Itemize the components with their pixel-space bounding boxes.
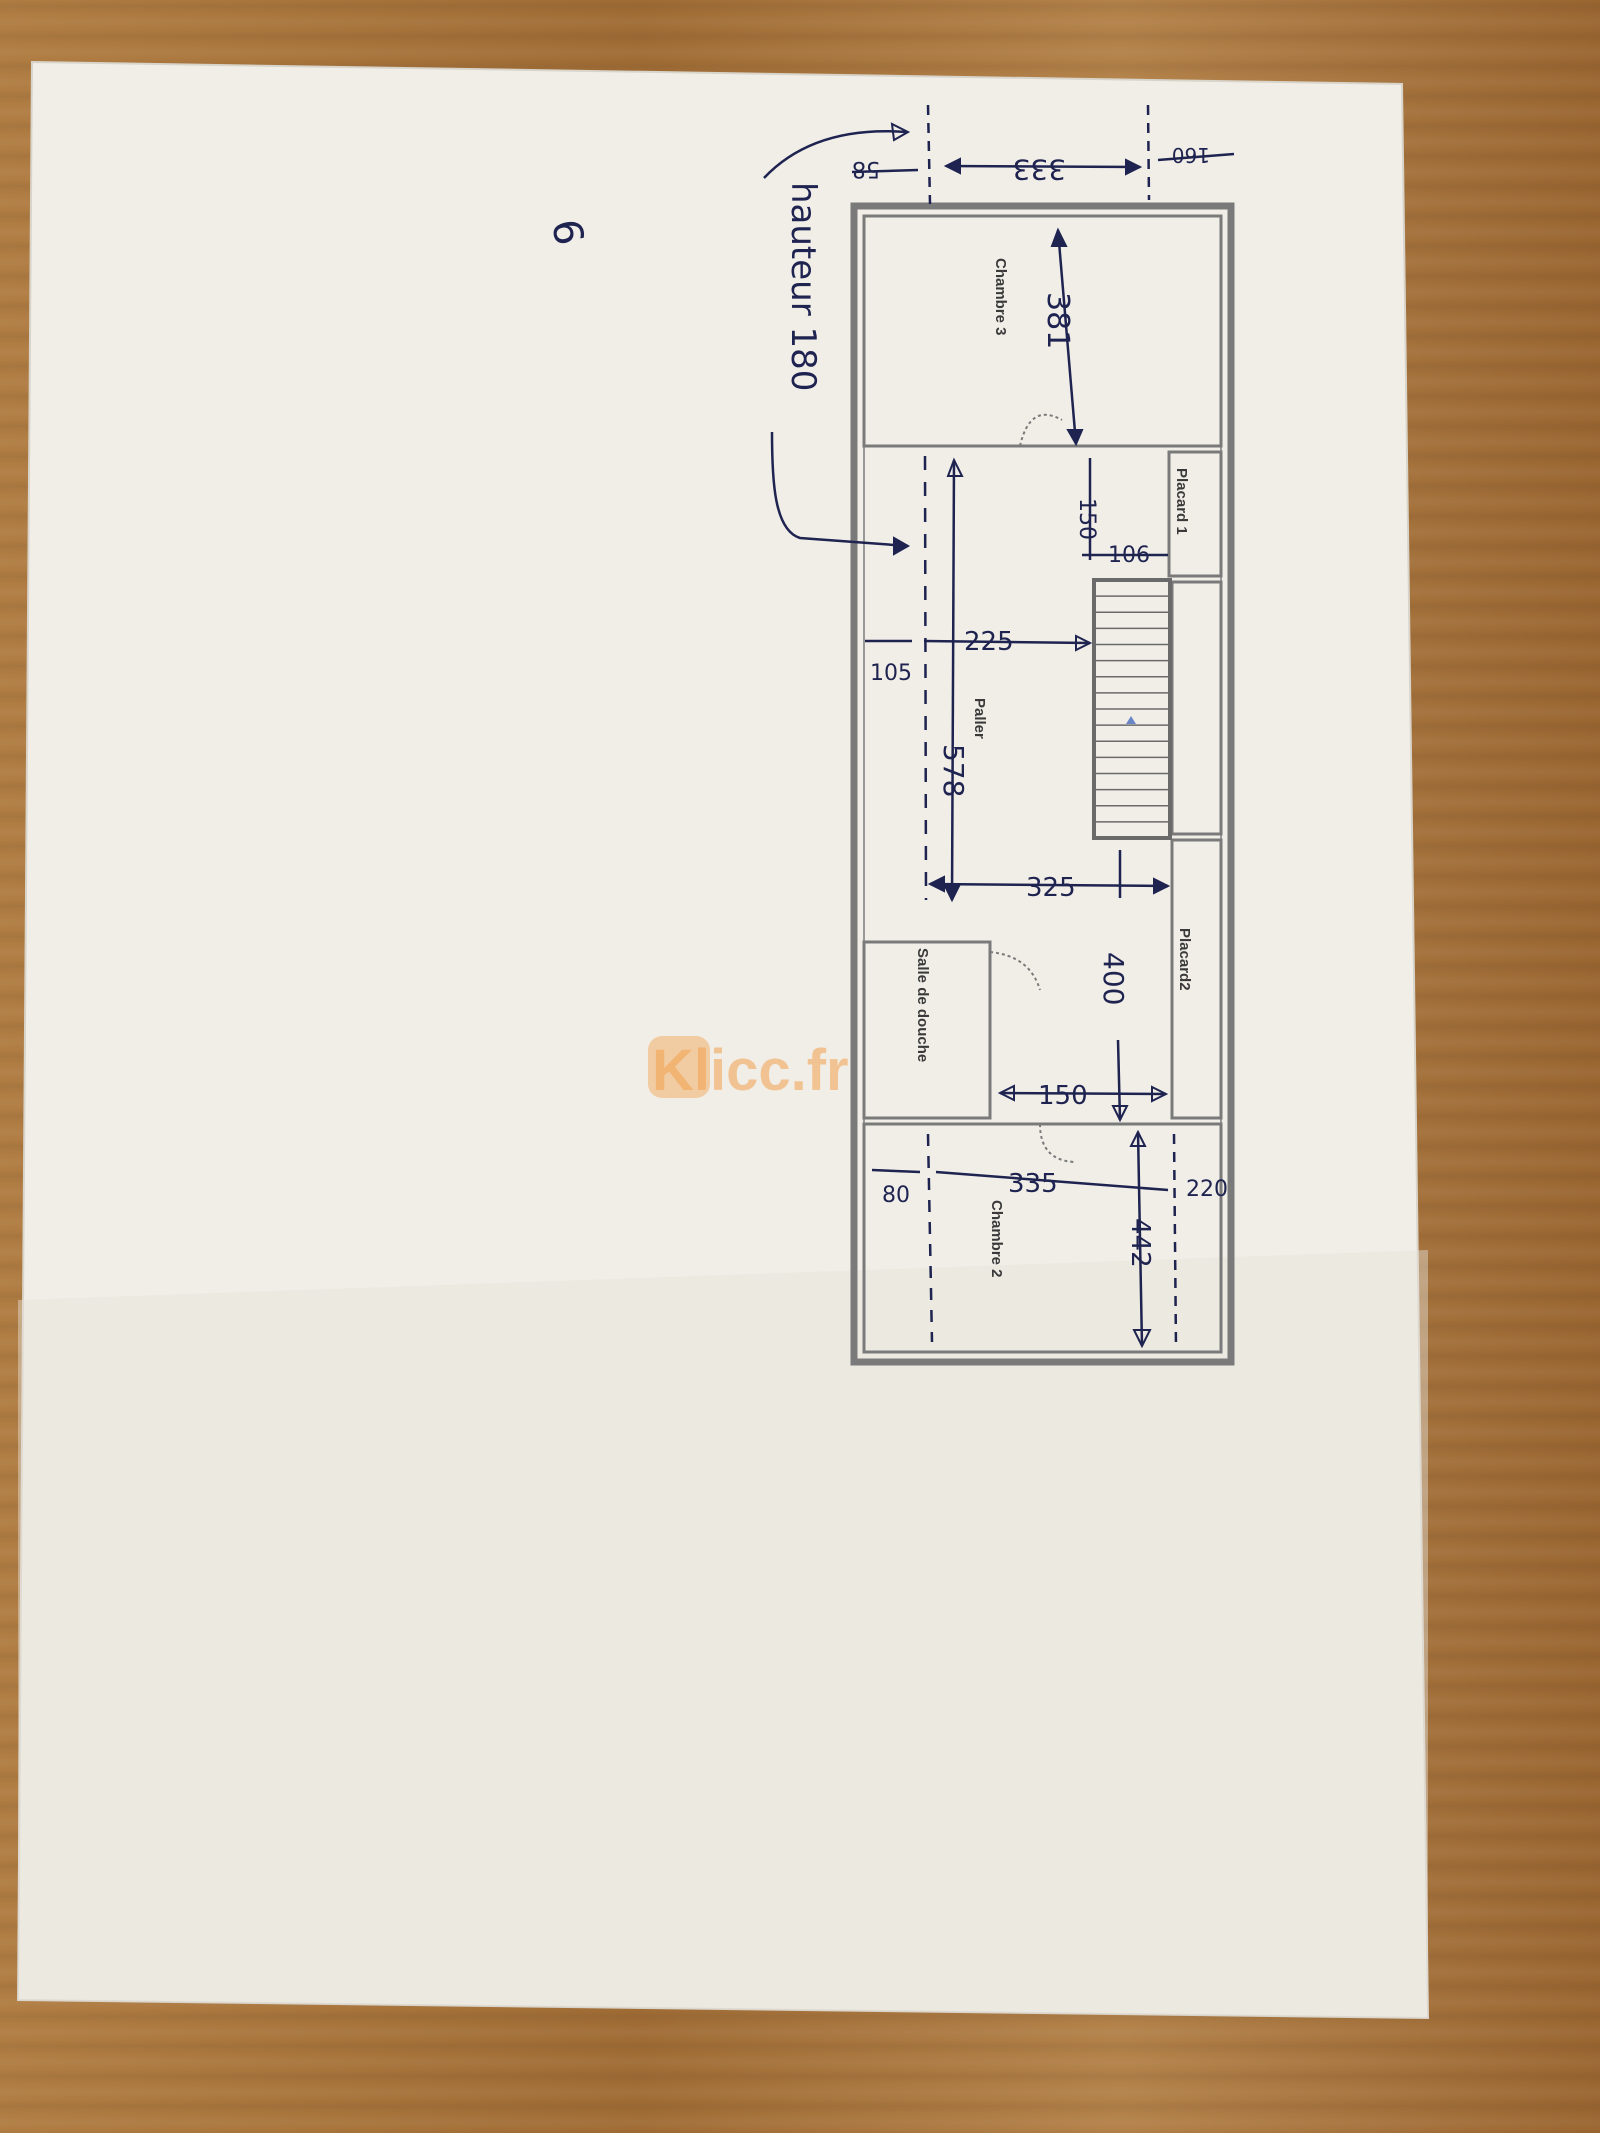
dim-325: 325 (1026, 873, 1076, 903)
paper-sheet (16, 60, 1430, 2020)
dim-400: 400 (1097, 952, 1130, 1005)
dim-381: 381 (1040, 292, 1075, 349)
door-chambre3 (1019, 413, 1063, 447)
door-douche (989, 951, 1041, 991)
label-placard1: Placard 1 (1173, 468, 1190, 535)
label-salle-de-douche: Salle de douche (914, 948, 931, 1062)
label-placard2: Placard2 (1176, 928, 1193, 991)
arrow-heads (890, 122, 1171, 1349)
dim-58: 58 (852, 156, 880, 181)
dim-225: 225 (964, 627, 1014, 657)
dim-578: 578 (937, 744, 970, 797)
klicc-watermark: Klicc.fr (648, 1036, 849, 1103)
room-placard1 (1167, 450, 1223, 578)
dim-105: 105 (870, 661, 912, 686)
watermark-text: Klicc.fr (652, 1038, 849, 1103)
outer-wall (850, 202, 1235, 1366)
dim-442: 442 (1125, 1218, 1155, 1268)
dim-150-top: 150 (1074, 498, 1099, 540)
dim-150-bottom: 150 (1038, 1081, 1088, 1111)
dim-160: 160 (1172, 143, 1210, 167)
dim-335: 335 (1008, 1169, 1058, 1199)
dim-106: 106 (1108, 543, 1150, 568)
room-salle-de-douche (862, 940, 992, 1120)
floor-plan (850, 202, 1235, 1366)
label-paller: Paller (971, 698, 988, 739)
dimension-lines (763, 104, 1235, 1349)
paper-shadow (18, 1250, 1428, 2018)
dim-220: 220 (1186, 1177, 1228, 1202)
room-chambre2 (862, 1122, 1223, 1354)
handwritten-hauteur: hauteur 180 (783, 182, 823, 391)
label-chambre2: Chambre 2 (988, 1200, 1005, 1278)
label-chambre3: Chambre 3 (992, 258, 1009, 336)
dim-80: 80 (882, 1183, 910, 1208)
dim-333: 333 (1013, 153, 1066, 186)
room-chambre3 (862, 214, 1223, 448)
room-placard2 (1170, 838, 1223, 1120)
staircase (1092, 578, 1172, 840)
